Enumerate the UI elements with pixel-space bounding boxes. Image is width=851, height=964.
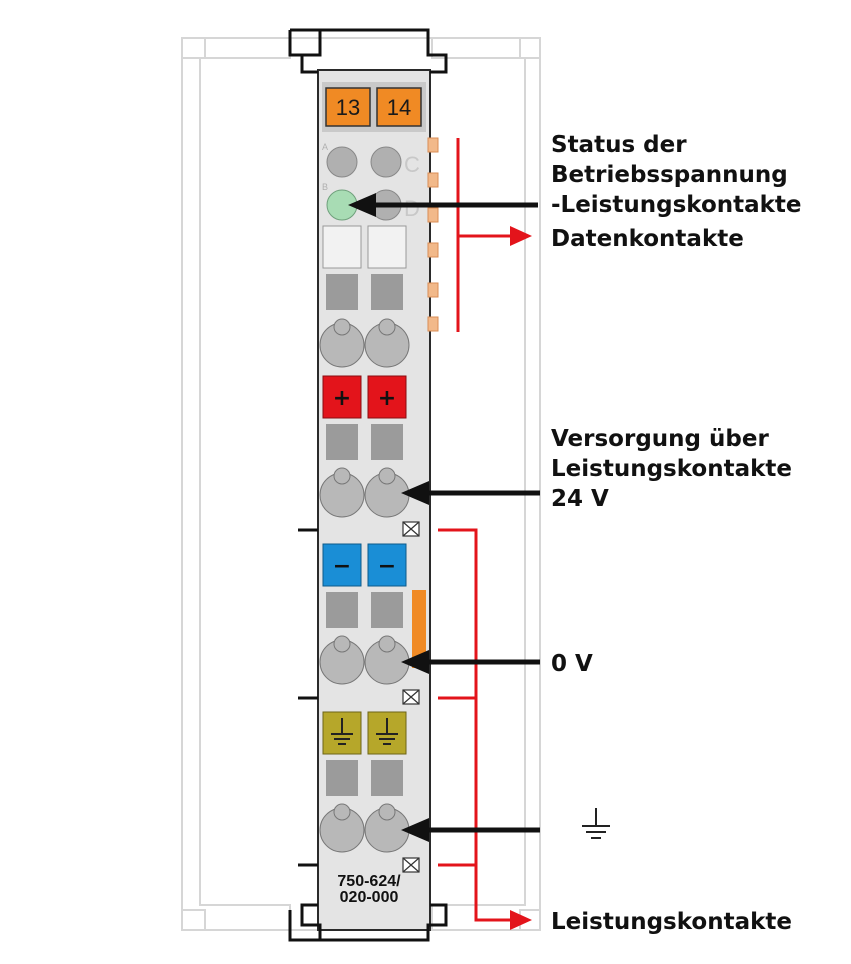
data-contacts (427, 137, 439, 332)
minus-symbol-right: − (378, 554, 396, 579)
data-contacts-bracket (456, 138, 512, 332)
led-a (326, 146, 358, 178)
part-number-line1: 750-624/ (337, 873, 401, 890)
led-letter-b: B (322, 182, 328, 192)
plus-terminal-left (322, 375, 362, 419)
zero-volt-label: 0 V (551, 651, 593, 677)
status-label-line2: Betriebsspannung (551, 162, 788, 188)
minus-terminal-right (367, 543, 407, 587)
tag-13 (325, 87, 371, 127)
minus-terminal-left (322, 543, 362, 587)
tag-14-label: 14 (387, 95, 411, 120)
status-label-line3: -Leistungskontakte (551, 192, 802, 218)
led-letter-d: D (404, 196, 420, 221)
led-letter-a: A (322, 142, 328, 152)
connector-tags: 13 14 (322, 82, 426, 132)
led-c (370, 146, 402, 178)
supply-label-line2: Leistungskontakte (551, 456, 792, 482)
arrowheads (348, 193, 429, 842)
data-contacts-arrow-icon (510, 226, 532, 246)
power-contacts-label: Leistungskontakte (551, 909, 792, 935)
status-label-line1: Status der (551, 132, 687, 158)
power-contacts-bracket (438, 528, 512, 922)
supply-label-line1: Versorgung über (551, 426, 769, 452)
led-panel: A B C D (322, 142, 420, 221)
minus-symbol-left: − (333, 554, 351, 579)
led-letter-c: C (404, 152, 420, 177)
pointer-arrows (372, 202, 540, 833)
tag-13-label: 13 (336, 95, 360, 120)
supply-label-line3: 24 V (551, 486, 609, 512)
plus-terminal-right (367, 375, 407, 419)
tag-14 (376, 87, 422, 127)
ground-symbol-icon (582, 808, 610, 839)
power-contacts-arrow-icon (510, 910, 532, 930)
data-contacts-label: Datenkontakte (551, 226, 744, 252)
plus-symbol-right: + (378, 386, 396, 411)
plus-symbol-left: + (333, 386, 351, 411)
terminal-blocks: + + − − (298, 225, 426, 873)
part-number-line2: 020-000 (340, 889, 399, 906)
